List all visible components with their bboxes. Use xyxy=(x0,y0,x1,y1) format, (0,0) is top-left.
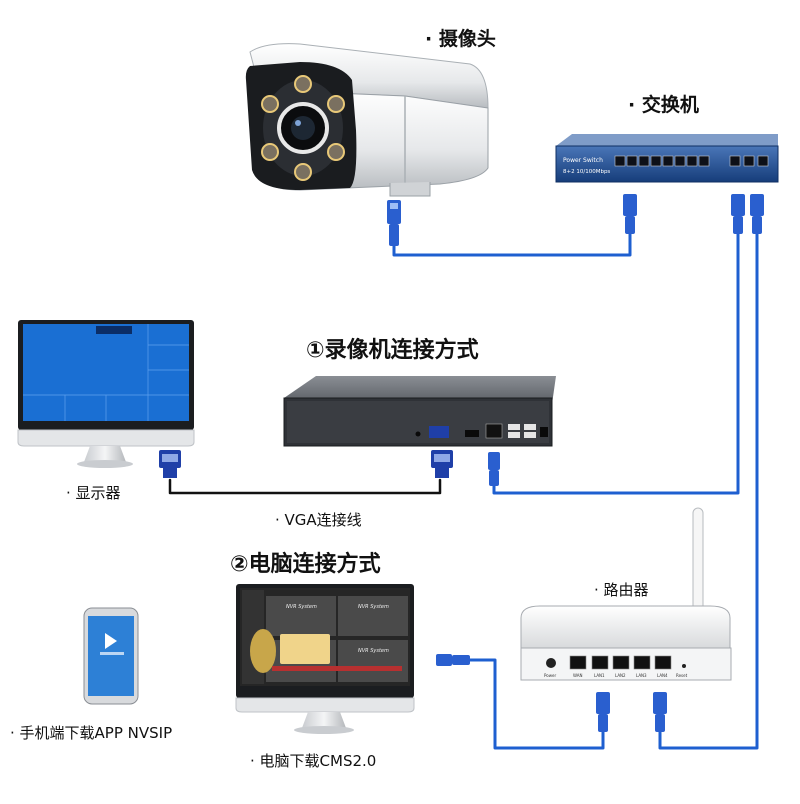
router-port-lan1: LAN1 xyxy=(594,673,605,678)
router-rj45-plugs xyxy=(596,692,667,732)
vga-cable-line xyxy=(168,478,442,495)
phone-app-label: · 手机端下载APP NVSIP xyxy=(10,724,173,742)
phone-illustration xyxy=(83,607,139,705)
ir-led-ring xyxy=(261,75,345,181)
pc-screen-title-1: NVR System xyxy=(286,604,317,610)
camera-illustration xyxy=(245,43,489,246)
pc-illustration: NVR System NVR System NVR System xyxy=(235,584,470,734)
router-illustration: Power WAN LAN1 LAN2 LAN3 LAN4 Reset xyxy=(520,507,732,732)
router-port-lan4: LAN4 xyxy=(657,673,668,678)
vga-cable-label: · VGA连接线 xyxy=(275,511,362,529)
router-power-text: Power xyxy=(544,673,556,678)
pc-rj45-plug xyxy=(436,654,470,666)
switch-spec-text: 8+2 10/100Mbps xyxy=(563,169,610,175)
pc-screen-title-3: NVR System xyxy=(358,648,389,654)
switch-label: · 交换机 xyxy=(628,94,699,116)
switch-brand-text: Power Switch xyxy=(563,157,603,164)
camera-rj45-plug xyxy=(387,200,401,246)
router-power-jack xyxy=(546,658,556,668)
router-ports xyxy=(569,655,672,670)
pc-screen-title-2: NVR System xyxy=(358,604,389,610)
nvr-hdmi-port xyxy=(465,430,479,437)
cables xyxy=(168,230,759,750)
camera-label: · 摄像头 xyxy=(425,28,496,50)
switch-ports xyxy=(614,155,769,167)
router-port-wan: WAN xyxy=(573,673,582,678)
cable-pc-router xyxy=(468,658,605,750)
nvr-vga-plug xyxy=(431,450,453,478)
play-icon xyxy=(105,633,117,649)
monitor-label: · 显示器 xyxy=(66,484,121,502)
router-port-lan3: LAN3 xyxy=(636,673,647,678)
router-reset-text: Reset xyxy=(676,673,688,678)
cable-camera-switch xyxy=(392,230,632,257)
nvr-vga-port xyxy=(429,426,449,438)
nvr-illustration xyxy=(283,376,556,486)
pc-cms-label: · 电脑下载CMS2.0 xyxy=(250,752,377,770)
nvr-method-title: ①录像机连接方式 xyxy=(306,338,479,363)
monitor-illustration xyxy=(17,320,195,478)
router-port-lan2: LAN2 xyxy=(615,673,626,678)
router-label: · 路由器 xyxy=(594,581,649,599)
nvr-lan-port xyxy=(485,423,503,439)
monitor-vga-plug xyxy=(159,450,181,478)
cable-switch-router xyxy=(658,230,759,750)
switch-illustration: Power Switch 8+2 10/100Mbps xyxy=(555,134,779,234)
cable-switch-nvr xyxy=(492,230,740,495)
switch-rj45-plugs xyxy=(623,194,764,234)
nvr-rj45-plug xyxy=(488,452,500,486)
pc-method-title: ②电脑连接方式 xyxy=(230,552,381,577)
